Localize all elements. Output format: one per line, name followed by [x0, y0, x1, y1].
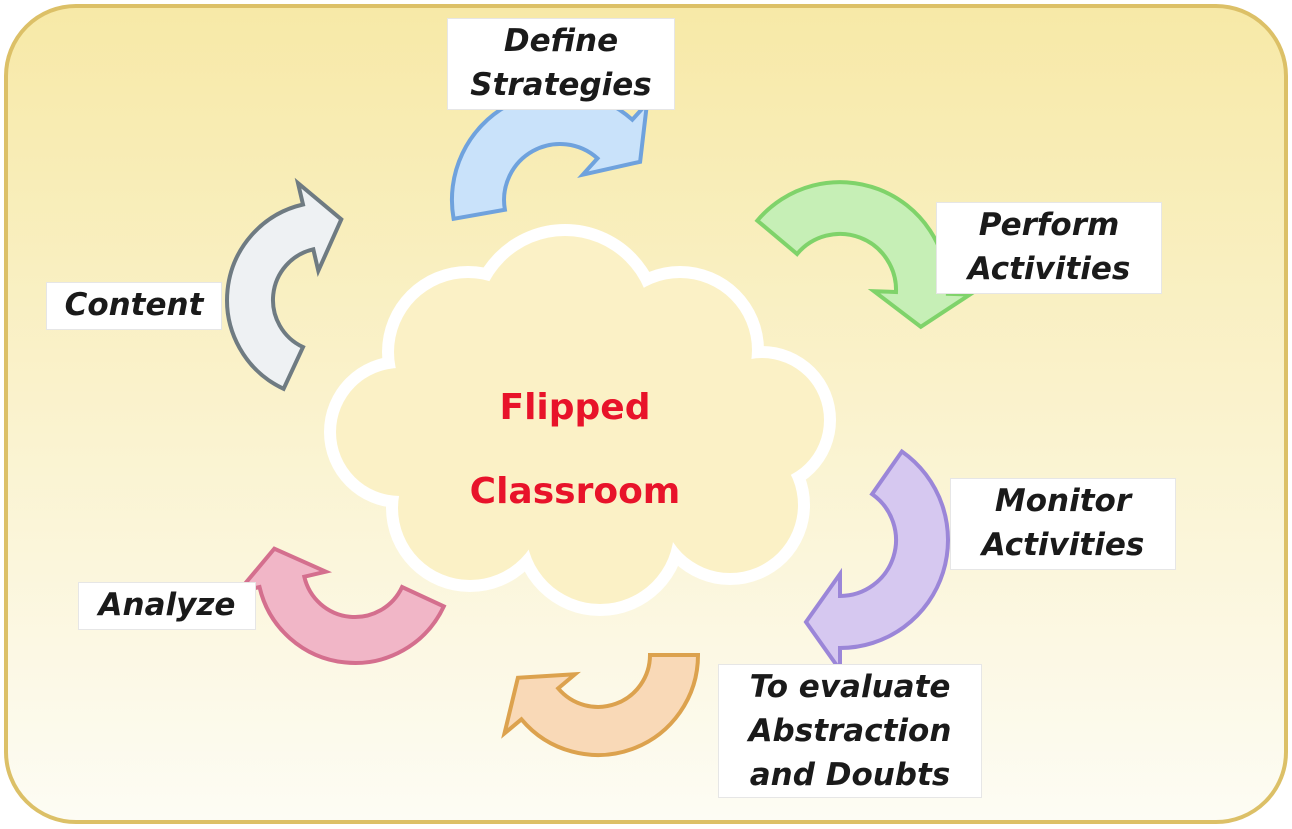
center-cloud [324, 224, 836, 616]
arrow-monitor [803, 448, 950, 677]
center-title-line2: Classroom [469, 471, 681, 512]
label-define-line1: Define [503, 23, 619, 59]
label-define-strategies: Define Strategies [447, 18, 675, 110]
arrow-content [225, 177, 344, 392]
label-define-line2: Strategies [470, 67, 652, 103]
label-monitor-line2: Activities [981, 527, 1145, 563]
label-evaluate-line3: and Doubts [749, 757, 951, 793]
label-monitor-activities: Monitor Activities [950, 478, 1176, 570]
label-to-evaluate: To evaluate Abstraction and Doubts [718, 664, 982, 798]
label-content: Content [46, 282, 222, 330]
label-evaluate-line2: Abstraction [748, 713, 952, 749]
label-content-line1: Content [64, 287, 204, 323]
label-perform-line2: Activities [967, 251, 1131, 287]
label-analyze: Analyze [78, 582, 256, 630]
center-title: Flipped Classroom [420, 366, 730, 534]
label-monitor-line1: Monitor [994, 483, 1132, 519]
label-perform-activities: Perform Activities [936, 202, 1162, 294]
arrow-define [449, 89, 650, 222]
arrow-analyze [232, 546, 447, 665]
center-title-line1: Flipped [499, 387, 651, 428]
label-evaluate-line1: To evaluate [749, 669, 951, 705]
arrow-evaluate [501, 653, 701, 757]
label-perform-line1: Perform [978, 207, 1120, 243]
label-analyze-line1: Analyze [98, 587, 236, 623]
